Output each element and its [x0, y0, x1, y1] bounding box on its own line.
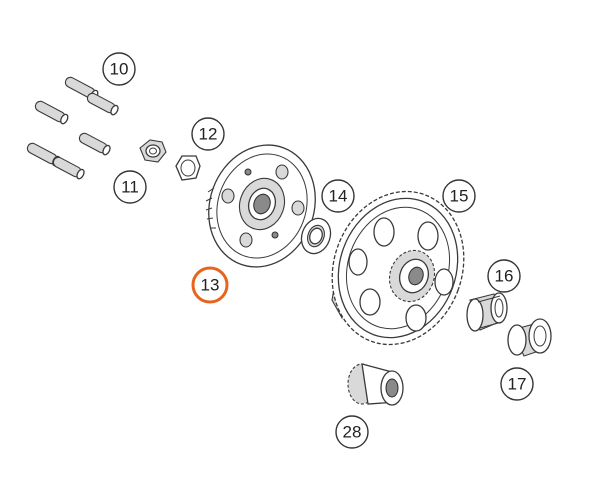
- part-16-needle-bearing[interactable]: [466, 292, 508, 332]
- callout-14-label: 14: [329, 187, 348, 206]
- callout-12[interactable]: 12: [191, 117, 225, 151]
- part-12-lock-washer[interactable]: [175, 155, 201, 181]
- part-15-clutch-basket[interactable]: [311, 173, 485, 363]
- callout-10-label: 10: [110, 60, 129, 79]
- callout-17[interactable]: 17: [500, 367, 534, 401]
- part-14-thrust-washer[interactable]: [297, 214, 336, 257]
- callout-28[interactable]: 28: [335, 415, 369, 449]
- callout-15-label: 15: [450, 187, 469, 206]
- callout-28-label: 28: [343, 423, 362, 442]
- callout-12-label: 12: [199, 125, 218, 144]
- callout-16-label: 16: [495, 267, 514, 286]
- part-10-pins[interactable]: [26, 76, 120, 180]
- callout-15[interactable]: 15: [442, 179, 476, 213]
- callout-17-label: 17: [508, 375, 527, 394]
- callout-13-label: 13: [201, 276, 220, 295]
- part-13-clutch-hub[interactable]: [192, 130, 332, 282]
- callout-11[interactable]: 11: [113, 170, 147, 204]
- callout-14[interactable]: 14: [321, 179, 355, 213]
- callout-10[interactable]: 10: [102, 52, 136, 86]
- part-11-nut[interactable]: [139, 139, 167, 163]
- callout-11-label: 11: [121, 178, 139, 197]
- part-17-bushing[interactable]: [507, 318, 552, 357]
- part-28-gear[interactable]: [347, 363, 404, 406]
- callout-13[interactable]: 13: [191, 266, 229, 304]
- callout-16[interactable]: 16: [487, 259, 521, 293]
